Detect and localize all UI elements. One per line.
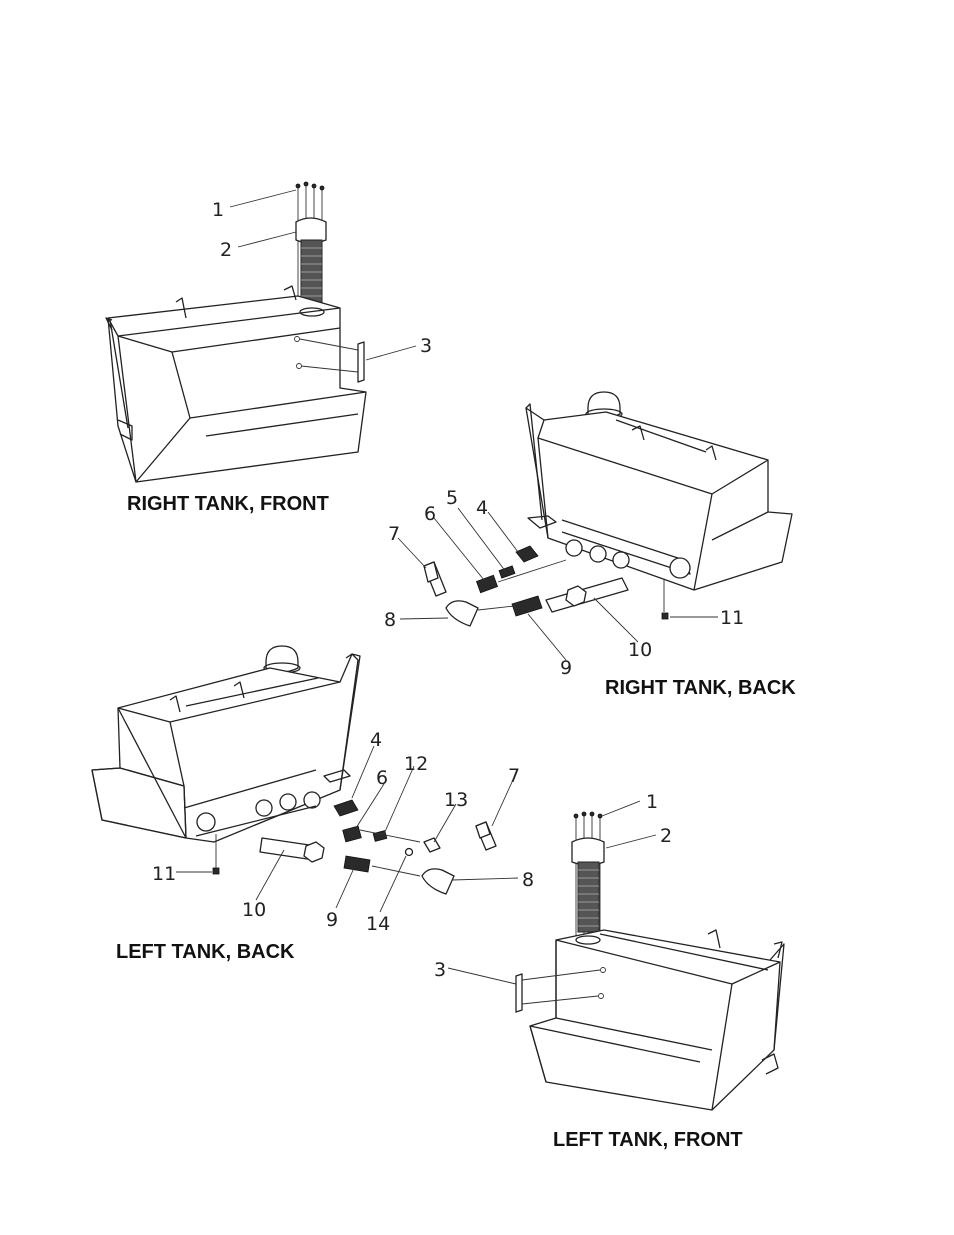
callout-label: 6 [424, 503, 436, 525]
callout-label: 10 [628, 639, 652, 661]
callout-label: 11 [720, 607, 744, 629]
callout-label: 5 [446, 487, 458, 509]
callout-label: 2 [220, 239, 232, 261]
callout-label: 11 [152, 863, 176, 885]
callout-label: 10 [242, 899, 266, 921]
callout-label: 3 [420, 335, 432, 357]
callout-label: 13 [444, 789, 468, 811]
view-title-left-tank-front: LEFT TANK, FRONT [553, 1129, 743, 1151]
callout-label: 8 [384, 609, 396, 631]
callout-label: 3 [434, 959, 446, 981]
filler-neck [571, 837, 605, 933]
view-title-right-tank-back: RIGHT TANK, BACK [605, 677, 796, 699]
callout-label: 7 [388, 523, 400, 545]
callout-label: 14 [366, 913, 390, 935]
callout-label: 8 [522, 869, 534, 891]
view-title-right-tank-front: RIGHT TANK, FRONT [127, 493, 329, 515]
right-tank-back-drawing [423, 391, 793, 627]
left-tank-back-drawing [91, 645, 497, 895]
callout-labels-right-back: 4 5 6 7 8 9 10 11 [384, 487, 744, 679]
callout-label: 6 [376, 767, 388, 789]
callout-label: 7 [508, 765, 520, 787]
callout-labels-left-back: 4 6 7 8 9 10 11 12 13 14 [152, 729, 534, 935]
leader-lines [176, 189, 718, 985]
callout-label: 12 [404, 753, 428, 775]
callout-label: 1 [646, 791, 658, 813]
left-tank-front-drawing [515, 811, 785, 1111]
callout-label: 4 [370, 729, 382, 751]
callout-labels-right-front: 1 2 3 [212, 199, 432, 357]
callout-label: 2 [660, 825, 672, 847]
view-title-left-tank-back: LEFT TANK, BACK [116, 941, 295, 963]
callout-label: 1 [212, 199, 224, 221]
callout-label: 9 [326, 909, 338, 931]
right-tank-front-drawing [105, 181, 367, 483]
callout-label: 4 [476, 497, 488, 519]
filler-neck [295, 217, 327, 305]
callout-labels-left-front: 1 2 3 [434, 791, 672, 981]
callout-label: 9 [560, 657, 572, 679]
